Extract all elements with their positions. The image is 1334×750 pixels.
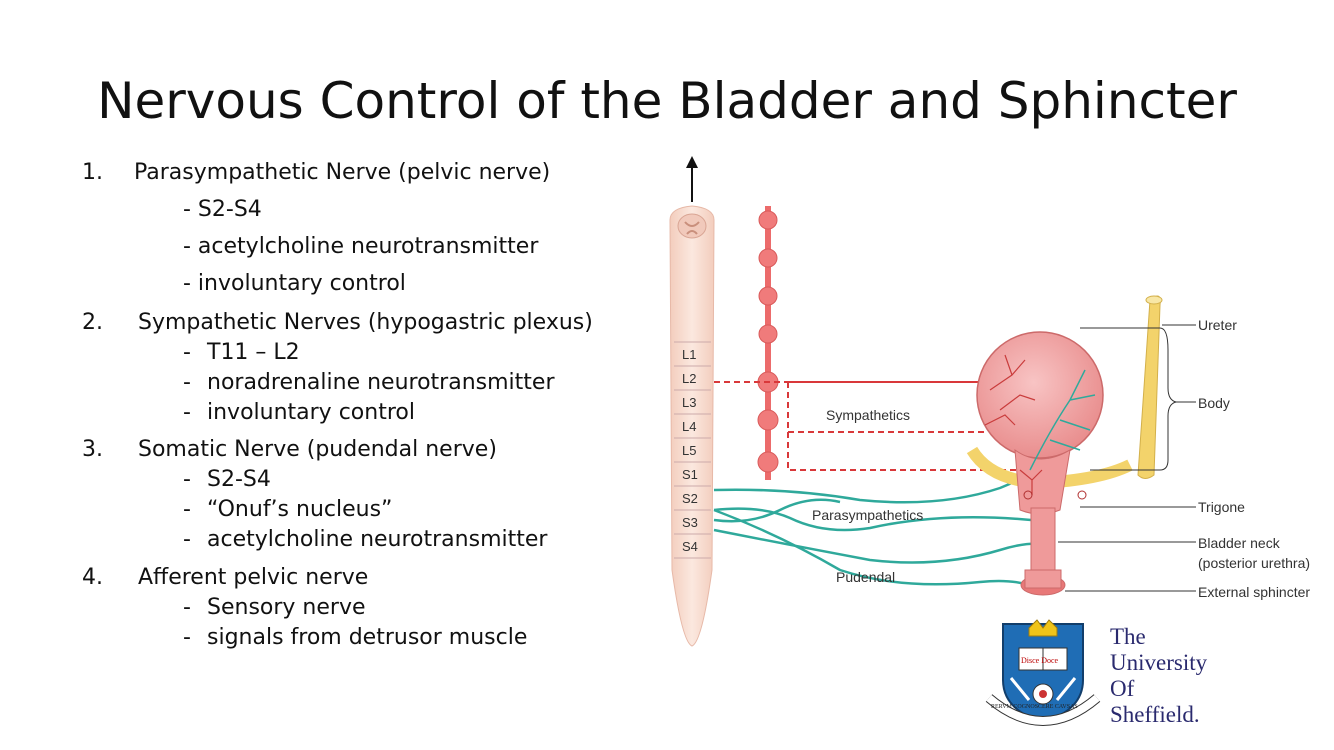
- crest-ribbon-text: RERVM COGNOSCERE CAVSAS: [991, 704, 1078, 710]
- ureter-label: Ureter: [1198, 317, 1237, 333]
- posterior-urethra: [1030, 507, 1056, 574]
- segment-label: L4: [682, 419, 696, 434]
- item-bullet-dash: -: [183, 497, 191, 522]
- item-bullet-dash: -: [183, 400, 191, 425]
- segment-label: S4: [682, 539, 698, 554]
- segment-label: S1: [682, 467, 698, 482]
- item-number: 3.: [82, 437, 103, 462]
- item-sub: T11 – L2: [207, 340, 300, 365]
- leader-lines: [1058, 324, 1196, 592]
- item-sub: involuntary control: [207, 400, 415, 425]
- body-label: Body: [1198, 395, 1230, 411]
- segment-label: S2: [682, 491, 698, 506]
- sympathetics-label: Sympathetics: [826, 407, 910, 423]
- ureter: [1137, 295, 1161, 479]
- diagram-svg: L1 L2 L3 L4 L5 S1 S2 S3 S4 Sympathetics: [669, 156, 1310, 647]
- bladder-sympathetic-branches: [984, 354, 1043, 495]
- bladder-neck-label: Bladder neck: [1198, 535, 1281, 551]
- item-bullet-dash: -: [183, 340, 191, 365]
- bladder-innervation-diagram: L1 L2 L3 L4 L5 S1 S2 S3 S4 Sympathetics: [640, 150, 1330, 650]
- item-number: 2.: [82, 310, 103, 335]
- arrow-head-icon: [686, 156, 698, 168]
- university-logo: Disce Doce RERVM COGNOSCERE CAVSAS: [985, 618, 1245, 736]
- segment-dividers: [674, 341, 711, 559]
- item-bullet-dash: -: [183, 467, 191, 492]
- item-heading: Somatic Nerve (pudendal nerve): [138, 437, 497, 462]
- trigone: [1014, 448, 1071, 515]
- item-bullet-dash: -: [183, 527, 191, 552]
- university-name-line: Sheffield.: [1110, 702, 1200, 727]
- segment-label: L5: [682, 443, 696, 458]
- crest-icon: Disce Doce RERVM COGNOSCERE CAVSAS: [985, 619, 1101, 726]
- item-sub: - involuntary control: [183, 271, 406, 296]
- university-name-line: Of: [1110, 676, 1135, 701]
- bladder-parasympathetic-branches: [1029, 369, 1096, 471]
- segment-label: L3: [682, 395, 696, 410]
- external-sphincter-label: External sphincter: [1198, 584, 1310, 600]
- item-bullet-dash: -: [183, 595, 191, 620]
- spinal-cord: [669, 205, 715, 647]
- item-sub: “Onuf’s nucleus”: [207, 497, 393, 522]
- item-sub: Sensory nerve: [207, 595, 366, 620]
- university-name-line: The: [1110, 624, 1146, 649]
- crest-book-text: Disce Doce: [1021, 656, 1059, 665]
- university-name-line: University: [1110, 650, 1208, 675]
- segment-label: L1: [682, 347, 696, 362]
- bladder-neck-note: (posterior urethra): [1198, 555, 1310, 571]
- item-heading: Sympathetic Nerves (hypogastric plexus): [138, 310, 593, 335]
- trigone-label: Trigone: [1198, 499, 1245, 515]
- segment-label: L2: [682, 371, 696, 386]
- slide-title: Nervous Control of the Bladder and Sphin…: [97, 72, 1237, 130]
- item-sub: S2-S4: [207, 467, 271, 492]
- item-sub: signals from detrusor muscle: [207, 625, 528, 650]
- item-bullet-dash: -: [183, 625, 191, 650]
- bladder-body: [976, 331, 1104, 459]
- item-sub: acetylcholine neurotransmitter: [207, 527, 548, 552]
- item-number: 1.: [82, 160, 103, 185]
- item-heading: Afferent pelvic nerve: [138, 565, 369, 590]
- parasympathetics-label: Parasympathetics: [812, 507, 923, 523]
- item-number: 4.: [82, 565, 103, 590]
- item-sub: noradrenaline neurotransmitter: [207, 370, 555, 395]
- item-sub: - acetylcholine neurotransmitter: [183, 234, 539, 259]
- segment-label: S3: [682, 515, 698, 530]
- item-bullet-dash: -: [183, 370, 191, 395]
- item-sub: - S2-S4: [183, 197, 262, 222]
- item-heading: Parasympathetic Nerve (pelvic nerve): [134, 160, 551, 185]
- pudendal-label: Pudendal: [836, 569, 895, 585]
- university-name: The University Of Sheffield.: [1110, 624, 1207, 728]
